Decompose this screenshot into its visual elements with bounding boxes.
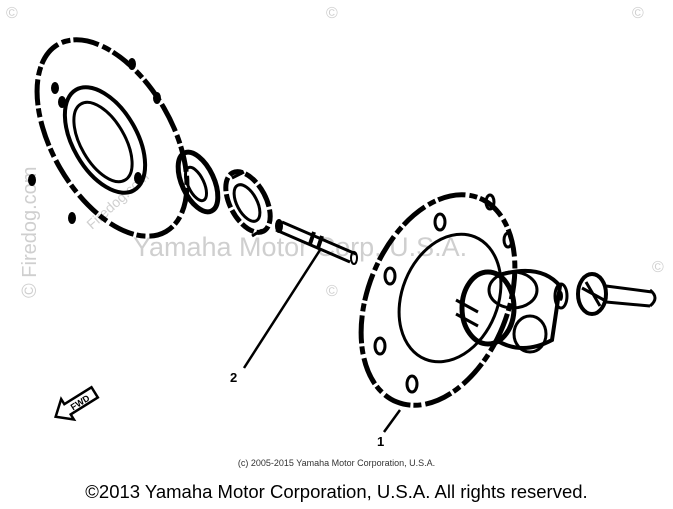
watermark-firedog-side: © Firedog.com xyxy=(19,167,41,298)
hub-bolt-holes xyxy=(373,193,514,394)
flange-bolt-holes xyxy=(28,58,161,224)
callout-2: 2 xyxy=(230,370,237,385)
leader-line-2 xyxy=(242,249,322,369)
washer xyxy=(175,149,221,215)
fwd-arrow-icon: FWD xyxy=(54,385,100,422)
small-copyright: (c) 2005-2015 Yamaha Motor Corporation, … xyxy=(237,458,436,468)
shaft-nipple xyxy=(553,282,569,310)
main-copyright: ©2013 Yamaha Motor Corporation, U.S.A. A… xyxy=(85,481,588,502)
watermark-corner-3: © xyxy=(632,5,644,22)
watermark-corner-5: © xyxy=(652,259,664,276)
leader-lines xyxy=(242,249,402,433)
flange-plate xyxy=(28,37,190,239)
watermark-corner-2: © xyxy=(326,5,338,22)
leader-line-1 xyxy=(382,409,402,433)
watermark-corner-4: © xyxy=(326,283,338,300)
callout-1: 1 xyxy=(377,434,384,449)
hex-nut xyxy=(223,169,273,238)
stud-pin xyxy=(275,219,358,265)
watermark-corner-1: © xyxy=(6,5,18,22)
watermark-yamaha: Yamaha Motor Corp, U.S.A. xyxy=(133,232,467,262)
hub-assembly xyxy=(358,192,563,408)
bolt xyxy=(576,272,657,316)
parts-diagram: Yamaha Motor Corp, U.S.A. © Firedog.com … xyxy=(6,5,664,449)
